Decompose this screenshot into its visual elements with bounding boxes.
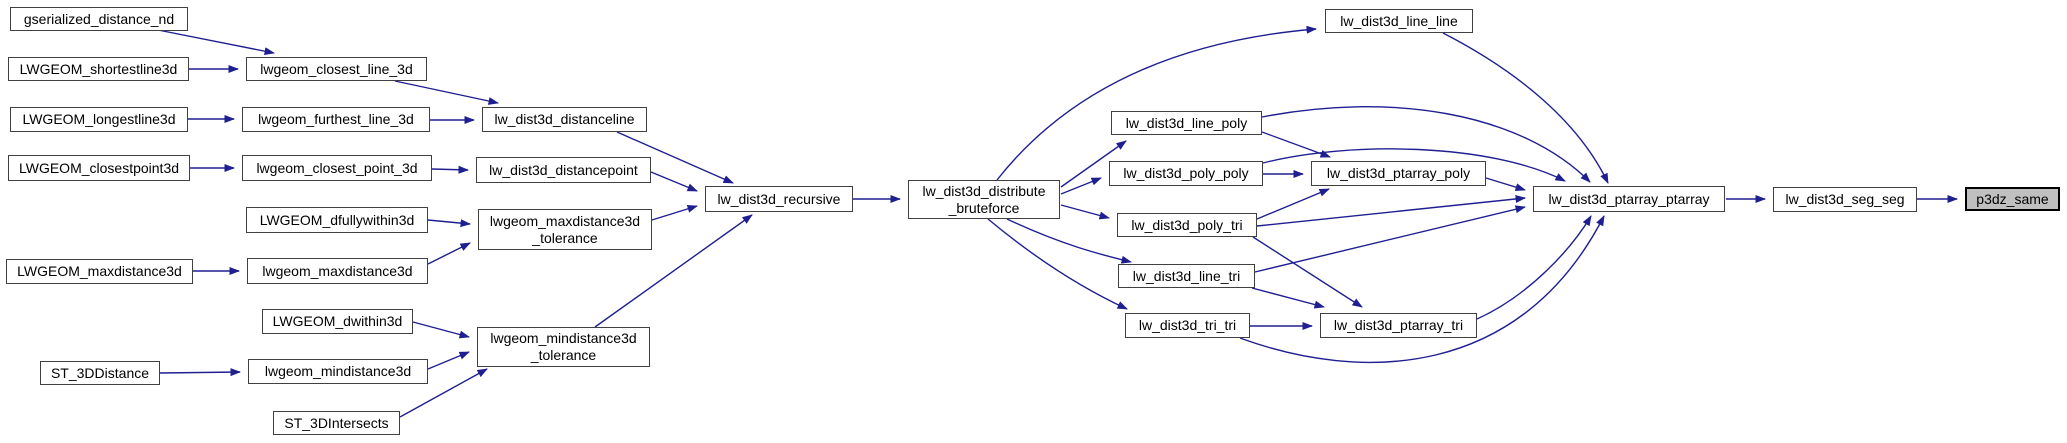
- edge-lwgeom_closest_line_3d-to-lw_dist3d_distanceline: [394, 80, 499, 105]
- edge-lwgeom_closest_point_3d-to-lw_dist3d_distancepoint: [431, 165, 469, 174]
- edge-lwgeom_mindistance3d_tolerance-to-lw_dist3d_recursive: [594, 214, 753, 328]
- node-lw_dist3d_distancepoint[interactable]: lw_dist3d_distancepoint: [476, 157, 651, 183]
- edge-lw_dist3d_poly_tri-to-lw_dist3d_ptarray_ptarray: [1256, 195, 1526, 227]
- node-ST_3DIntersects[interactable]: ST_3DIntersects: [273, 411, 400, 435]
- edge-lwgeom_maxdistance3d-to-lwgeom_maxdistance3d_tolerance: [427, 242, 471, 265]
- node-lw_dist3d_line_tri[interactable]: lw_dist3d_line_tri: [1118, 264, 1255, 288]
- node-lw_dist3d_line_poly[interactable]: lw_dist3d_line_poly: [1111, 111, 1262, 135]
- edge-lw_dist3d_line_poly-to-lw_dist3d_ptarray_ptarray: [1261, 106, 1591, 183]
- node-lwgeom_closest_line_3d[interactable]: lwgeom_closest_line_3d: [246, 57, 427, 81]
- edge-lw_dist3d_line_line-to-lw_dist3d_ptarray_ptarray: [1442, 32, 1609, 184]
- node-lwgeom_closest_point_3d[interactable]: lwgeom_closest_point_3d: [242, 155, 432, 181]
- node-ST_3DDistance[interactable]: ST_3DDistance: [40, 361, 160, 385]
- node-lwgeom_maxdistance3d_tolerance[interactable]: lwgeom_maxdistance3d _tolerance: [478, 209, 652, 250]
- edge-lw_dist3d_distancepoint-to-lw_dist3d_recursive: [650, 171, 698, 192]
- node-lw_dist3d_tri_tri[interactable]: lw_dist3d_tri_tri: [1125, 313, 1250, 338]
- node-p3dz_same: p3dz_same: [1965, 187, 2060, 211]
- edge-lw_dist3d_line_tri-to-lw_dist3d_ptarray_tri: [1251, 287, 1325, 309]
- edge-lw_dist3d_distribute_bruteforce-to-lw_dist3d_line_tri: [1006, 218, 1132, 264]
- node-lw_dist3d_poly_tri[interactable]: lw_dist3d_poly_tri: [1117, 213, 1257, 237]
- node-lw_dist3d_distanceline[interactable]: lw_dist3d_distanceline: [482, 107, 647, 132]
- node-lw_dist3d_distribute_bruteforce[interactable]: lw_dist3d_distribute _bruteforce: [908, 180, 1060, 219]
- edge-LWGEOM_dfullywithin3d-to-lwgeom_maxdistance3d_tolerance: [427, 219, 471, 228]
- edge-lw_dist3d_distribute_bruteforce-to-lw_dist3d_tri_tri: [987, 218, 1128, 310]
- edge-gserialized_distance_nd-to-lwgeom_closest_line_3d: [157, 29, 275, 56]
- node-lwgeom_maxdistance3d[interactable]: lwgeom_maxdistance3d: [247, 258, 428, 284]
- node-LWGEOM_closestpoint3d[interactable]: LWGEOM_closestpoint3d: [8, 155, 190, 181]
- edge-lw_dist3d_distribute_bruteforce-to-lw_dist3d_line_poly: [1060, 140, 1127, 188]
- node-lw_dist3d_poly_poly[interactable]: lw_dist3d_poly_poly: [1109, 161, 1263, 186]
- node-lw_dist3d_recursive[interactable]: lw_dist3d_recursive: [705, 186, 853, 212]
- node-lw_dist3d_ptarray_tri[interactable]: lw_dist3d_ptarray_tri: [1320, 313, 1477, 338]
- edge-lw_dist3d_ptarray_poly-to-lw_dist3d_ptarray_ptarray: [1485, 177, 1526, 192]
- edge-lw_dist3d_ptarray_tri-to-lw_dist3d_ptarray_ptarray: [1476, 215, 1592, 320]
- edge-lw_dist3d_distribute_bruteforce-to-lw_dist3d_poly_tri: [1060, 204, 1110, 220]
- node-lw_dist3d_ptarray_poly[interactable]: lw_dist3d_ptarray_poly: [1311, 161, 1486, 186]
- edge-ST_3DDistance-to-lwgeom_mindistance3d: [159, 368, 241, 377]
- node-LWGEOM_dwithin3d[interactable]: LWGEOM_dwithin3d: [262, 309, 413, 334]
- edge-lwgeom_mindistance3d-to-lwgeom_mindistance3d_tolerance: [427, 351, 470, 370]
- edge-lw_dist3d_poly_poly-to-lw_dist3d_ptarray_ptarray: [1262, 148, 1566, 182]
- node-LWGEOM_shortestline3d[interactable]: LWGEOM_shortestline3d: [8, 57, 189, 81]
- node-lw_dist3d_line_line[interactable]: lw_dist3d_line_line: [1325, 9, 1473, 33]
- node-lwgeom_mindistance3d[interactable]: lwgeom_mindistance3d: [248, 359, 428, 384]
- edge-lwgeom_maxdistance3d_tolerance-to-lw_dist3d_recursive: [651, 205, 698, 221]
- node-lwgeom_mindistance3d_tolerance[interactable]: lwgeom_mindistance3d _tolerance: [477, 327, 650, 367]
- edge-lw_dist3d_poly_tri-to-lw_dist3d_ptarray_poly: [1256, 188, 1330, 220]
- edge-lw_dist3d_line_tri-to-lw_dist3d_ptarray_ptarray: [1254, 205, 1526, 273]
- edge-LWGEOM_dwithin3d-to-lwgeom_mindistance3d_tolerance: [412, 321, 470, 339]
- node-LWGEOM_longestline3d[interactable]: LWGEOM_longestline3d: [10, 107, 188, 132]
- node-LWGEOM_maxdistance3d[interactable]: LWGEOM_maxdistance3d: [6, 259, 193, 284]
- edge-ST_3DIntersects-to-lwgeom_mindistance3d_tolerance: [399, 368, 488, 418]
- edge-lw_dist3d_poly_tri-to-lw_dist3d_ptarray_tri: [1252, 236, 1363, 308]
- node-lw_dist3d_ptarray_ptarray[interactable]: lw_dist3d_ptarray_ptarray: [1533, 186, 1725, 212]
- edge-lw_dist3d_distribute_bruteforce-to-lw_dist3d_line_line: [996, 25, 1317, 181]
- node-LWGEOM_dfullywithin3d[interactable]: LWGEOM_dfullywithin3d: [246, 207, 428, 233]
- node-lw_dist3d_seg_seg[interactable]: lw_dist3d_seg_seg: [1773, 187, 1917, 212]
- edge-lw_dist3d_tri_tri-to-lw_dist3d_ptarray_ptarray: [1239, 215, 1605, 363]
- node-gserialized_distance_nd[interactable]: gserialized_distance_nd: [10, 7, 188, 31]
- edge-lw_dist3d_distribute_bruteforce-to-lw_dist3d_poly_poly: [1060, 177, 1102, 195]
- node-lwgeom_furthest_line_3d[interactable]: lwgeom_furthest_line_3d: [242, 107, 430, 132]
- edge-lw_dist3d_distanceline-to-lw_dist3d_recursive: [616, 131, 734, 184]
